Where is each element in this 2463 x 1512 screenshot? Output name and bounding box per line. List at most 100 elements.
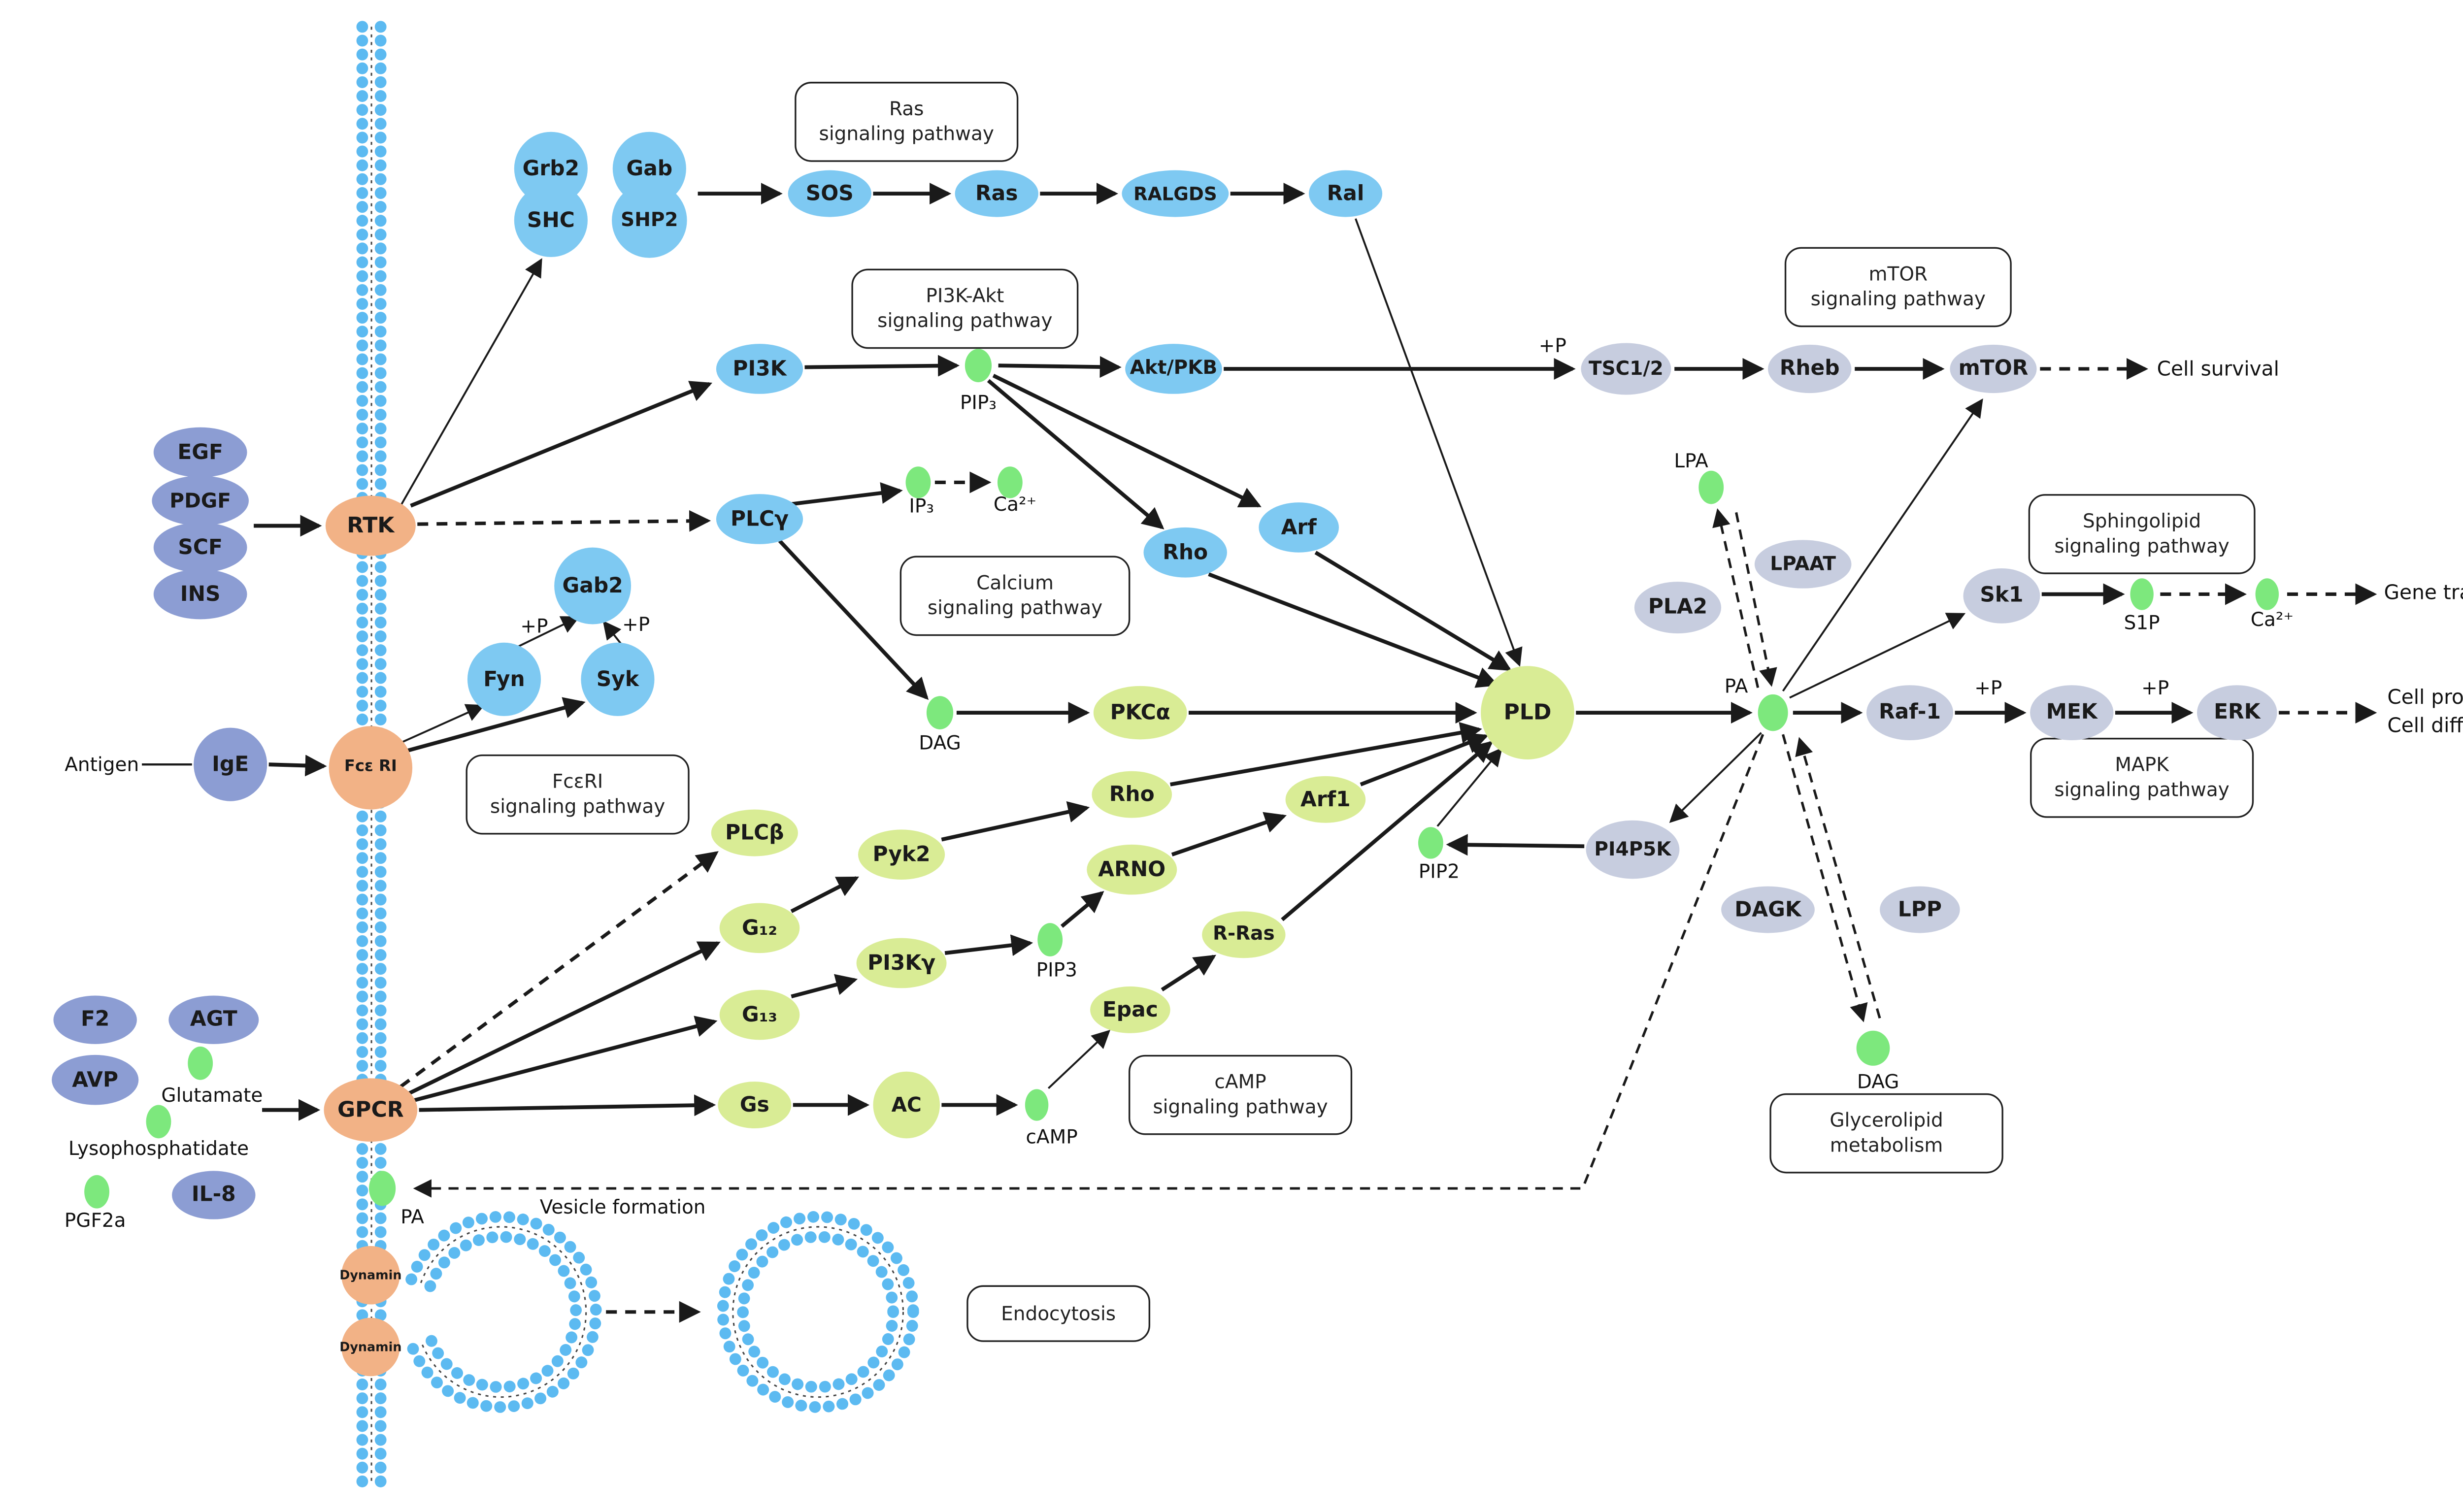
node-shc[interactable]: SHC [514,183,588,257]
label-ca-2: Ca²⁺ [2250,607,2294,631]
node-pi3k-gamma[interactable]: PI3Kγ [856,938,947,988]
node-mtor[interactable]: mTOR [1950,344,2037,394]
label-plus-p-akt-tsc: +P [1538,333,1566,358]
node-plc-gamma[interactable]: PLCγ [716,494,803,544]
node-ralgds[interactable]: RALGDS [1122,170,1229,217]
node-pdgf[interactable]: PDGF [152,475,249,526]
node-il8[interactable]: IL-8 [172,1171,256,1219]
node-lpp[interactable]: LPP [1880,886,1960,933]
box-ras-pathway: Ras signaling pathway [795,82,1019,162]
node-f2[interactable]: F2 [53,995,137,1044]
node-raf1[interactable]: Raf-1 [1866,685,1954,741]
metabolite-pa-hub-dot[interactable] [1758,694,1788,731]
label-pip2: PIP2 [1418,859,1460,883]
label-cell-outcomes: Cell proliferation Cell differentiation [2387,684,2463,742]
box-line: signaling pathway [2054,778,2230,801]
metabolite-dag-dot-2[interactable] [1856,1030,1890,1066]
box-line: signaling pathway [1810,287,1986,311]
node-ige[interactable]: IgE [194,727,267,801]
node-rtk[interactable]: RTK [325,495,416,556]
node-sos[interactable]: SOS [788,170,872,217]
node-ins[interactable]: INS [153,569,247,620]
box-pi3k-akt-pathway: PI3K-Akt signaling pathway [851,268,1079,349]
node-ac[interactable]: AC [873,1071,940,1139]
metabolite-lpa-dot[interactable] [1698,470,1724,504]
node-sk1[interactable]: Sk1 [1963,568,2040,624]
box-line: PI3K-Akt [926,284,1004,307]
metabolite-pa-membrane-dot[interactable] [368,1171,396,1206]
metabolite-pip3b-dot[interactable] [1037,923,1063,956]
node-dynamin-1[interactable]: Dynamin [339,1246,401,1305]
node-pla2[interactable]: PLA2 [1634,582,1722,634]
node-tsc12[interactable]: TSC1/2 [1581,343,1671,395]
node-lpaat[interactable]: LPAAT [1754,540,1852,589]
box-line: signaling pathway [927,595,1103,620]
label-pa-hub: PA [1724,674,1748,698]
node-avp[interactable]: AVP [52,1054,139,1105]
box-mapk-pathway: MAPK signaling pathway [2030,737,2254,818]
node-arno[interactable]: ARNO [1087,844,1177,895]
metabolite-pgf2a-dot[interactable] [84,1175,109,1209]
metabolite-lysophosphatidate-dot[interactable] [146,1105,171,1139]
node-g12[interactable]: G₁₂ [719,903,800,953]
node-fyn[interactable]: Fyn [467,642,541,716]
node-dagk[interactable]: DAGK [1721,886,1815,933]
box-glycerolipid-metabolism: Glycerolipid metabolism [1769,1093,2003,1174]
node-akt-pkb[interactable]: Akt/PKB [1125,344,1222,394]
node-plc-beta[interactable]: PLCβ [711,809,798,856]
node-gpcr[interactable]: GPCR [324,1078,418,1142]
node-fceri[interactable]: Fcε RI [329,726,413,810]
node-gs[interactable]: Gs [718,1082,792,1128]
node-rho-blue[interactable]: Rho [1143,527,1227,578]
node-scf[interactable]: SCF [153,522,247,573]
node-mek[interactable]: MEK [2030,685,2114,741]
node-shp2[interactable]: SHP2 [612,183,687,258]
node-arf-blue[interactable]: Arf [1259,502,1339,553]
node-rho-green[interactable]: Rho [1092,771,1172,818]
node-dynamin-2[interactable]: Dynamin [339,1317,401,1377]
box-line: signaling pathway [877,308,1053,332]
box-line: Ras [889,97,924,121]
label-camp: cAMP [1026,1125,1078,1149]
node-syk[interactable]: Syk [581,642,655,716]
box-line: signaling pathway [1153,1095,1328,1118]
metabolite-pip3-dot[interactable] [965,349,992,383]
label-gene-transcription: Gene transcription [2384,581,2463,604]
metabolite-dag-dot-1[interactable] [926,696,954,730]
label-glutamate: Glutamate [161,1083,263,1107]
metabolite-camp-dot[interactable] [1025,1089,1049,1121]
box-camp-pathway: cAMP signaling pathway [1128,1054,1353,1135]
label-cell-proliferation: Cell proliferation [2387,685,2463,709]
node-pkc-alpha[interactable]: PKCα [1093,686,1187,740]
metabolite-s1p-dot[interactable] [2130,578,2154,610]
node-gab2[interactable]: Gab2 [554,547,632,625]
metabolite-ip3-dot[interactable] [905,466,931,498]
label-lpa: LPA [1674,449,1708,473]
box-line: MAPK [2115,753,2169,777]
node-pyk2[interactable]: Pyk2 [858,829,945,880]
metabolite-glutamate-dot[interactable] [188,1046,213,1080]
metabolite-ca-dot-2[interactable] [2255,578,2279,610]
label-plus-p-fyn-gab2: +P [520,614,548,638]
node-agt[interactable]: AGT [168,995,259,1044]
node-ral[interactable]: Ral [1308,170,1383,217]
label-dag-1: DAG [919,731,961,755]
metabolite-pip2-dot[interactable] [1418,827,1443,859]
node-arf1[interactable]: Arf1 [1285,776,1366,823]
node-pi3k[interactable]: PI3K [716,344,803,394]
label-ip3: IP₃ [909,494,934,518]
node-ras[interactable]: Ras [955,170,1038,217]
node-g13[interactable]: G₁₃ [719,989,800,1040]
node-rheb[interactable]: Rheb [1767,344,1852,394]
node-r-ras[interactable]: R-Ras [1202,911,1286,958]
node-pld[interactable]: PLD [1481,666,1574,760]
node-erk[interactable]: ERK [2197,685,2277,741]
metabolite-ca-dot-1[interactable] [997,466,1023,498]
label-antigen: Antigen [65,753,139,776]
node-pi4p5k[interactable]: PI4P5K [1586,820,1680,879]
node-epac[interactable]: Epac [1090,986,1170,1033]
label-ca-1: Ca²⁺ [993,492,1037,516]
node-egf[interactable]: EGF [153,427,247,478]
